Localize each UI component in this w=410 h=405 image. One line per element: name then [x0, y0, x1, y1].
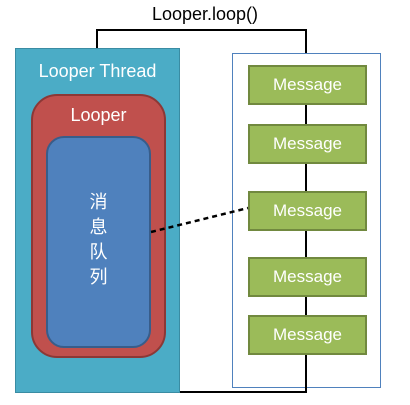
message-box-5: Message: [248, 315, 367, 355]
queue-char: 列: [89, 267, 108, 288]
queue-char: 队: [89, 242, 108, 263]
message-box-2: Message: [248, 124, 367, 164]
loop-line: [96, 29, 307, 65]
queue-char: 息: [89, 217, 108, 238]
queue-char: 消: [89, 192, 108, 213]
message-box-1: Message: [248, 65, 367, 105]
message-box-3: Message: [248, 191, 367, 231]
message-box-4: Message: [248, 257, 367, 297]
message-queue-box: 消 息 队 列: [46, 136, 151, 348]
looper-loop-label: Looper.loop(): [151, 4, 259, 24]
message-queue-label: 消 息 队 列: [48, 190, 149, 290]
looper-thread-title: Looper Thread: [38, 61, 157, 81]
looper-title: Looper: [70, 105, 127, 125]
